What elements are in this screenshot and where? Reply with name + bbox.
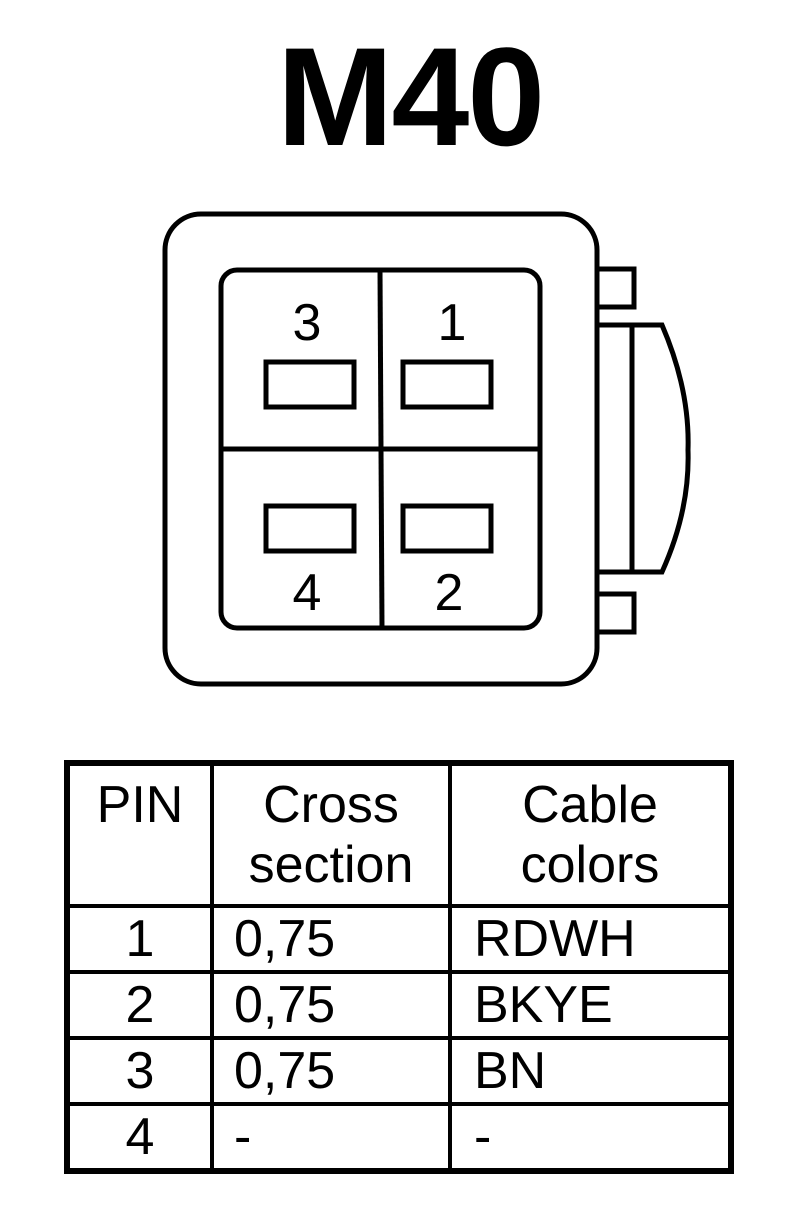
- pin-label-1: 1: [438, 294, 467, 352]
- header-color-line2: colors: [520, 836, 660, 894]
- pin-label-2: 2: [435, 564, 464, 622]
- cell-cross-section: 0,75: [210, 904, 452, 974]
- pin-contact-3: [263, 359, 357, 410]
- connector-drawing: 3 1 4 2: [162, 211, 691, 687]
- header-color-line1: Cable: [522, 776, 658, 834]
- cell-cable-color: BKYE: [448, 970, 733, 1040]
- cell-cable-color: -: [448, 1102, 733, 1173]
- pin-contact-1: [400, 359, 494, 410]
- header-pin-label: PIN: [96, 776, 184, 834]
- cell-cross-section: 0,75: [210, 1036, 452, 1106]
- latch-lever: [597, 322, 691, 575]
- pin-contact-2: [400, 503, 494, 554]
- cell-cross-section: -: [210, 1102, 452, 1173]
- cell-pin: 4: [65, 1102, 214, 1173]
- header-cross-section: Cross section: [210, 761, 452, 908]
- header-cable-colors: Cable colors: [448, 761, 733, 908]
- header-cross-line2: section: [248, 836, 414, 894]
- pin-label-4: 4: [293, 564, 322, 622]
- pin-contact-4: [263, 503, 357, 554]
- table-row: 1 0,75 RDWH: [65, 904, 733, 974]
- cell-cable-color: BN: [448, 1036, 733, 1106]
- pin-label-3: 3: [293, 294, 322, 352]
- latch-tab-bottom: [594, 591, 637, 635]
- table-row: 3 0,75 BN: [65, 1036, 733, 1106]
- table-row: 4 - -: [65, 1102, 733, 1173]
- table-header-row: PIN Cross section Cable colors: [65, 761, 733, 908]
- connector-housing: [162, 211, 600, 687]
- latch-tab-top: [594, 266, 637, 310]
- cell-pin: 1: [65, 904, 214, 974]
- pin-assignment-table: PIN Cross section Cable colors 1 0,75 RD…: [64, 760, 734, 1174]
- cell-cable-color: RDWH: [448, 904, 733, 974]
- diagram-title: M40: [276, 18, 545, 175]
- table-row: 2 0,75 BKYE: [65, 970, 733, 1040]
- header-cross-line1: Cross: [263, 776, 399, 834]
- cell-cross-section: 0,75: [210, 970, 452, 1040]
- cell-pin: 2: [65, 970, 214, 1040]
- cell-pin: 3: [65, 1036, 214, 1106]
- header-pin: PIN: [65, 761, 214, 908]
